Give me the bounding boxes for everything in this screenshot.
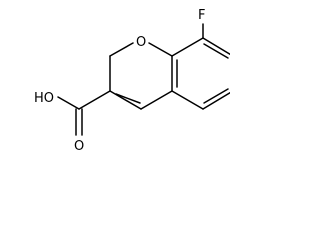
bond-c5-c6 xyxy=(202,91,230,110)
bond-carboxyl-oh xyxy=(57,96,80,110)
bond-c4a-c5 xyxy=(171,90,204,110)
bond-c3-c4 xyxy=(109,90,142,110)
bond-c7-c8-inner xyxy=(203,43,229,59)
atom-label-hydroxyl: HO xyxy=(34,91,54,106)
bond-c3-c4-double xyxy=(115,93,141,104)
chemical-structure: F O HO O xyxy=(34,8,230,154)
bond-c4-c4a xyxy=(140,90,173,110)
bond-c3-carboxyl xyxy=(78,90,111,110)
bond-c8-c8a xyxy=(171,37,204,57)
atom-label-ring-oxygen: O xyxy=(136,35,146,50)
bond-o1-c2 xyxy=(109,42,134,57)
bond-c7-c8 xyxy=(202,37,230,56)
molecule-diagram: F O HO O xyxy=(34,8,230,154)
atom-label-fluorine: F xyxy=(198,8,205,23)
bond-c5-c6-inner xyxy=(203,88,229,104)
bond-c8a-o1 xyxy=(148,42,173,57)
atom-label-carbonyl-oxygen: O xyxy=(74,139,84,154)
